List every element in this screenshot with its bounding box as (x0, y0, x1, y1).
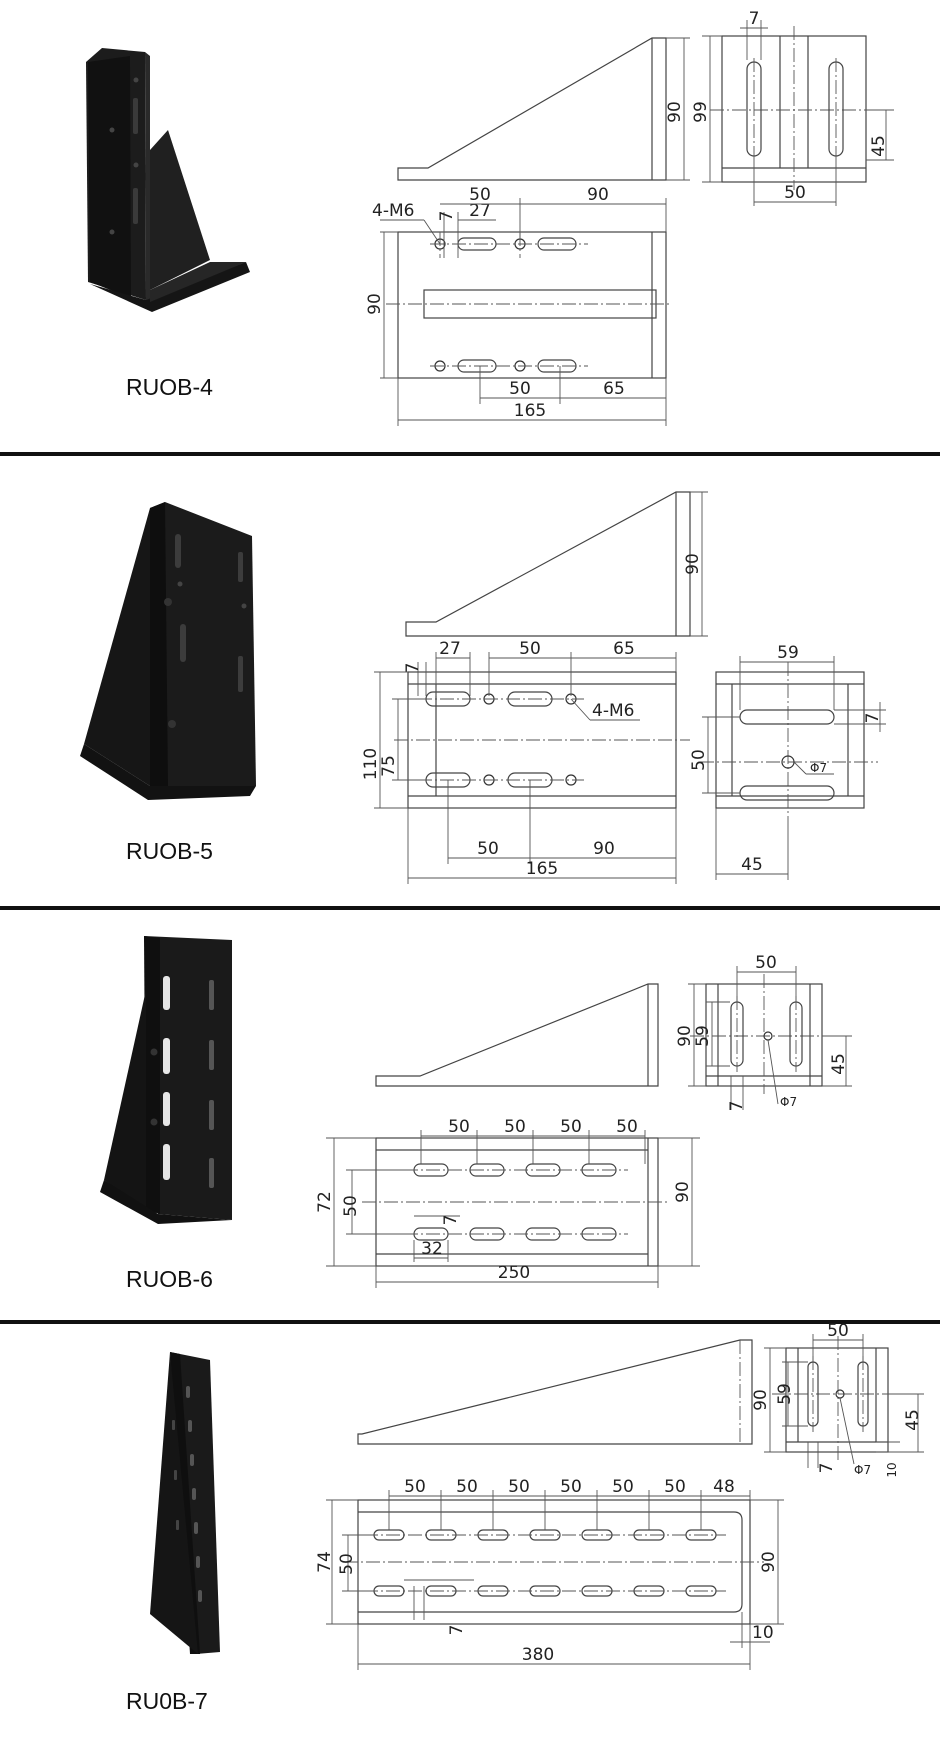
model-label-ruob-4: RUOB-4 (126, 374, 213, 400)
dim-plan-27: 27 (469, 201, 491, 221)
ruob-5-plan-view: 27 50 65 7 4-M6 110 75 (361, 639, 690, 884)
section-separator (0, 1320, 940, 1324)
section-ruob-4: 90 7 99 45 (0, 0, 940, 452)
ruob-6-side-view (375, 983, 659, 1087)
dim-plan-50: 50 (337, 1553, 357, 1575)
dim-plan-height: 90 (365, 293, 385, 315)
dim-plan-110: 110 (361, 748, 381, 780)
dim-end-59: 59 (693, 1025, 713, 1047)
dim-plan-7: 7 (437, 211, 457, 222)
dim-thread-callout: 4-M6 (592, 701, 634, 721)
dim-pitch-6: 50 (664, 1477, 686, 1497)
dim-plan-length: 250 (498, 1263, 530, 1283)
ruob-6-end-view: 50 90 59 45 7 Φ7 (675, 953, 852, 1111)
dim-plan-90: 90 (673, 1181, 693, 1203)
dim-end-50: 50 (689, 749, 709, 771)
dim-end-10: 10 (885, 1462, 899, 1477)
dim-plan-50: 50 (341, 1195, 361, 1217)
dim-plan-10: 10 (752, 1623, 774, 1643)
dim-end-45: 45 (903, 1409, 923, 1431)
ruob-4-end-view: 7 99 45 50 (691, 9, 894, 206)
dim-plan-72: 72 (315, 1191, 335, 1213)
dim-end-7: 7 (727, 1101, 747, 1112)
dim-plan-32: 32 (421, 1239, 443, 1259)
section-separator (0, 906, 940, 910)
ruob-5-side-view: 90 (405, 491, 708, 637)
dim-plan-27: 27 (439, 639, 461, 659)
dim-plan-length: 165 (514, 401, 546, 421)
dim-plan-bottom-90: 90 (593, 839, 615, 859)
dim-end-90: 90 (675, 1025, 695, 1047)
dim-plan-top-65: 65 (613, 639, 635, 659)
dim-pitch-3: 50 (508, 1477, 530, 1497)
section-ruob-5: 90 27 50 (0, 456, 940, 906)
ruob-4-plan-view: 4-M6 7 27 50 90 90 50 65 (365, 185, 672, 426)
dim-plan-bottom-50: 50 (477, 839, 499, 859)
ruob-4-side-view: 90 (397, 37, 690, 181)
dim-plan-75: 75 (379, 755, 399, 777)
ruob-5-product-photo (80, 502, 256, 800)
dim-pitch-4: 50 (616, 1117, 638, 1137)
dim-pitch-4: 50 (560, 1477, 582, 1497)
dim-hole-dia: Φ7 (854, 1463, 871, 1477)
dim-plan-7: 7 (447, 1625, 467, 1636)
dim-end-45: 45 (869, 135, 889, 157)
dim-plan-7: 7 (403, 663, 423, 674)
model-label-ruob-6: RUOB-6 (126, 1266, 213, 1292)
dim-plan-7: 7 (441, 1215, 461, 1226)
dim-hole-dia: Φ7 (810, 761, 827, 775)
model-label-ruob-5: RUOB-5 (126, 838, 213, 864)
dim-side-height: 90 (683, 553, 703, 575)
dim-end-50: 50 (784, 183, 806, 203)
section-ruob-6: 50 90 59 45 7 Φ7 (0, 910, 940, 1320)
ruob-4-drawings: 90 7 99 45 (86, 9, 894, 426)
dim-plan-top-90: 90 (587, 185, 609, 205)
ruob-4-product-photo (86, 48, 250, 312)
section-ru0b-7: 50 90 59 45 7 Φ7 10 (0, 1321, 940, 1746)
model-label-ru0b-7: RU0B-7 (126, 1688, 208, 1714)
section-separator (0, 452, 940, 456)
dim-plan-length: 165 (526, 859, 558, 879)
dim-hole-dia: Φ7 (780, 1095, 797, 1109)
dim-plan-length: 380 (522, 1645, 554, 1665)
ru0b-7-plan-view: 50 50 50 50 50 50 48 74 50 90 7 10 (315, 1477, 784, 1670)
dim-end-50: 50 (755, 953, 777, 973)
ru0b-7-drawings: 50 90 59 45 7 Φ7 10 (150, 1321, 924, 1670)
dim-pitch-2: 50 (504, 1117, 526, 1137)
dim-end-59: 59 (777, 643, 799, 663)
dim-pitch-5: 50 (612, 1477, 634, 1497)
dim-pitch-1: 50 (448, 1117, 470, 1137)
dim-plan-top-50: 50 (469, 185, 491, 205)
dim-end-7: 7 (863, 713, 883, 724)
dim-plan-bottom-50: 50 (509, 379, 531, 399)
dim-plan-top-50: 50 (519, 639, 541, 659)
ru0b-7-product-photo (150, 1352, 220, 1654)
dim-pitch-1: 50 (404, 1477, 426, 1497)
ruob-5-drawings: 90 27 50 (80, 491, 886, 884)
dim-pitch-3: 50 (560, 1117, 582, 1137)
ruob-5-end-view: Φ7 59 7 50 45 (689, 643, 886, 880)
dim-end-height: 99 (691, 101, 711, 123)
dim-pitch-end: 48 (713, 1477, 735, 1497)
dim-thread-callout: 4-M6 (372, 201, 414, 221)
dim-end-45: 45 (829, 1053, 849, 1075)
dim-plan-bottom-65: 65 (603, 379, 625, 399)
dim-end-7: 7 (817, 1463, 837, 1474)
dim-slot-width: 7 (749, 9, 760, 29)
dim-end-90: 90 (751, 1389, 771, 1411)
ru0b-7-end-view: 50 90 59 45 7 Φ7 10 (751, 1321, 924, 1478)
dim-end-45: 45 (741, 855, 763, 875)
dim-pitch-2: 50 (456, 1477, 478, 1497)
ruob-6-plan-view: 50 50 50 50 72 50 90 7 32 250 (315, 1117, 700, 1288)
ruob-6-product-photo (100, 936, 232, 1224)
dim-side-height: 90 (665, 101, 685, 123)
dim-end-50: 50 (827, 1321, 849, 1341)
dim-end-59: 59 (775, 1383, 795, 1405)
dim-plan-74: 74 (315, 1551, 335, 1573)
dim-plan-90: 90 (759, 1551, 779, 1573)
ruob-6-drawings: 50 90 59 45 7 Φ7 (100, 936, 852, 1288)
ru0b-7-side-view (357, 1339, 753, 1445)
